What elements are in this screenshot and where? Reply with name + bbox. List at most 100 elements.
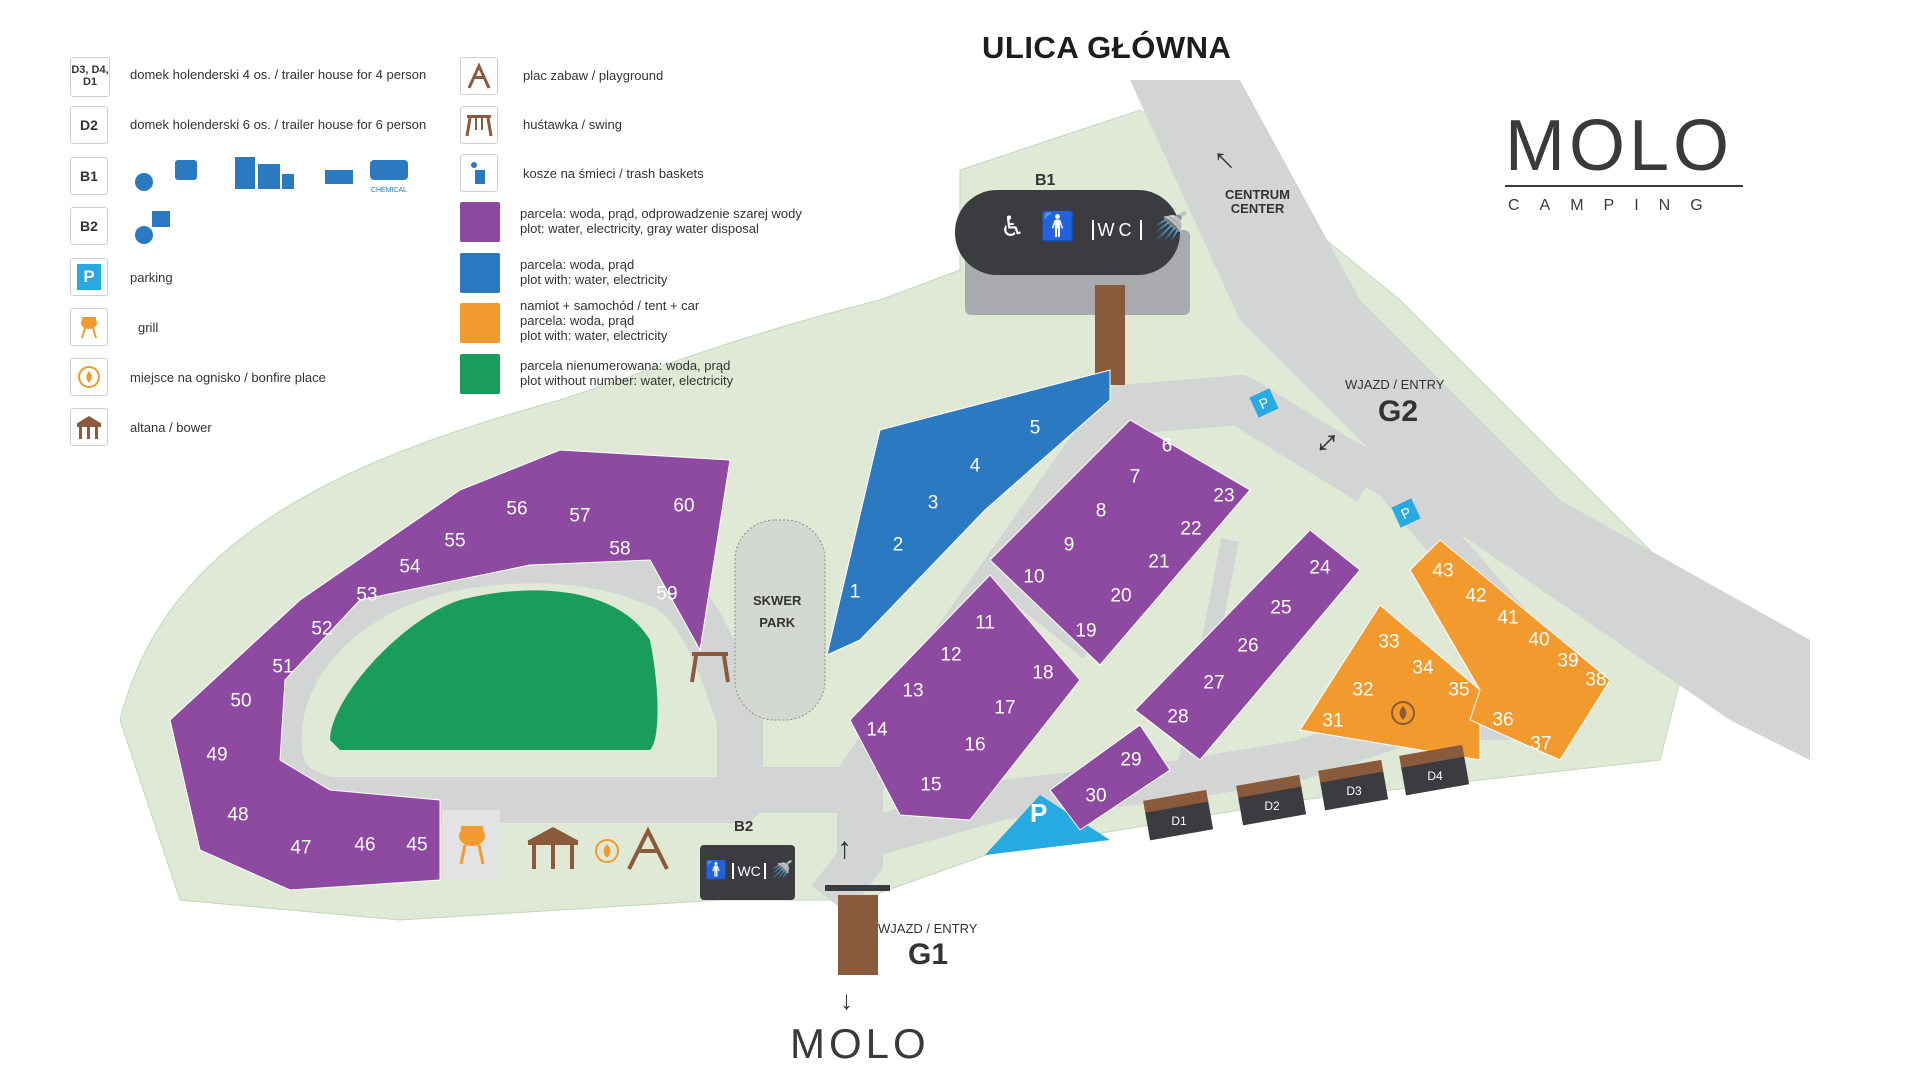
swatch-green [460,354,500,394]
fridge-icon [235,157,255,189]
grill-icon [455,820,489,873]
legend-text-trailer-4: domek holenderski 4 os. / trailer house … [130,67,427,82]
house-label: D4 [1427,769,1443,783]
plot-number: 6 [1162,436,1173,457]
plot-number: 53 [356,585,377,606]
plot-number: 22 [1180,519,1201,540]
plot-number: 15 [920,775,941,796]
washing-icon [135,226,153,244]
swatch-blue [460,253,500,293]
plot-number: 49 [206,745,227,766]
bonfire-icon [78,366,100,388]
house-d4[interactable]: D4 [1399,744,1470,796]
purple-mid-plots[interactable] [849,574,1081,821]
legend-line: plot without number: water, electricity [520,373,734,388]
camping-logo-text: CAMPING [1508,197,1723,214]
bower-icon [76,416,102,439]
shower-icon [152,211,170,227]
house-d1[interactable]: D1 [1143,789,1214,841]
plot-number: 32 [1352,680,1373,701]
house-label: D2 [1264,799,1280,813]
plot-number: 30 [1085,786,1106,807]
plot-number: 27 [1203,673,1224,694]
b2-building [700,845,795,900]
purple-west-plots[interactable] [169,449,731,891]
wc-text: WC [732,863,766,879]
houses-layer: D1 D2 D3 D4 [1143,744,1470,841]
plot-number: 45 [406,835,427,856]
plot-number: 51 [272,657,293,678]
legend-text-blue: parcela: woda, prąd plot with: water, el… [520,257,667,287]
entry-g1-label: WJAZD / ENTRY [878,921,978,936]
kettle-icon [282,174,294,189]
playground-icon [467,62,491,89]
plot-number: 60 [673,496,694,517]
legend-line: namiot + samochód / tent + car [520,298,700,313]
g1-gate [825,885,890,891]
legend-text-trailer-6: domek holenderski 6 os. / trailer house … [130,117,427,132]
skwer-line: SKWER [753,593,802,608]
legend-line: parcela: woda, prąd, odprowadzenie szare… [520,206,802,221]
blue-plots[interactable] [826,369,1111,656]
purple-ne-plots[interactable] [989,419,1251,666]
plot-number: 2 [893,535,904,556]
plot-number: 56 [506,499,527,520]
legend-line: parcela nienumerowana: woda, prąd [520,358,731,373]
plot-number: 39 [1557,651,1578,672]
plot-number: 59 [656,584,677,605]
bonfire-icon [594,838,620,869]
legend-line: plot: water, electricity, gray water dis… [520,221,759,236]
centrum-label: CENTRUM CENTER [1225,188,1290,216]
purple-e-plots[interactable] [1134,529,1361,761]
main-road [1130,80,1810,760]
plot-number: 50 [230,691,251,712]
legend-key-parking: P [70,258,108,296]
plot-number: 24 [1309,558,1331,579]
legend-text-parking: parking [130,270,173,285]
plot-number: 41 [1497,608,1518,629]
shower-icon: 🚿 [770,860,794,880]
molo-logo: MOLO [1505,106,1734,186]
house-d2[interactable]: D2 [1236,774,1307,826]
legend-key-b2: B2 [70,207,108,245]
plot-number: 26 [1237,636,1258,657]
b1-amenity-icons: CHEMICAL [130,152,430,202]
legend-line: parcela: woda, prąd [520,313,635,328]
b1-amenities: ♿ 🚹 WC 🚿 [1000,210,1192,243]
plot-number: 10 [1023,567,1044,588]
shower-icon: 🚿 [1153,211,1193,242]
swing-icon [690,648,730,689]
plot-number: 42 [1465,586,1486,607]
wheelchair-icon: ♿ [1000,211,1030,242]
entry-g2-label: WJAZD / ENTRY [1345,377,1445,392]
wc-text: WC [1091,220,1142,240]
swing-icon [465,115,493,137]
plot-number: 52 [311,619,332,640]
plot-number: 18 [1032,663,1053,684]
plot-number: 38 [1585,670,1606,691]
parking-icon: P [77,264,101,290]
plot-number: 21 [1148,552,1169,573]
legend-key-d3-d4-d1: D3, D4, D1 [70,57,110,97]
washer-icon [258,164,280,189]
legend-key-bonfire [70,358,108,396]
purple-s-plots[interactable] [1049,724,1171,831]
legend-key-b1: B1 [70,157,108,195]
plot-number: 13 [902,681,923,702]
washing-icon [135,173,153,191]
house-d3[interactable]: D3 [1318,759,1389,811]
legend-text-bonfire: miejsce na ognisko / bonfire place [130,370,326,385]
park-line: PARK [759,615,796,630]
legend-key-trash [460,154,498,192]
b1-building [955,190,1180,275]
legend-line: plot with: water, electricity [520,328,668,343]
sink-icon [325,170,353,184]
legend-text-purple: parcela: woda, prąd, odprowadzenie szare… [520,206,802,236]
plot-number: 40 [1528,630,1549,651]
plot-number: 43 [1432,561,1453,582]
b1-walkway [1095,285,1125,385]
orange-east-plots[interactable] [1409,539,1611,761]
legend-key-swing [460,106,498,144]
